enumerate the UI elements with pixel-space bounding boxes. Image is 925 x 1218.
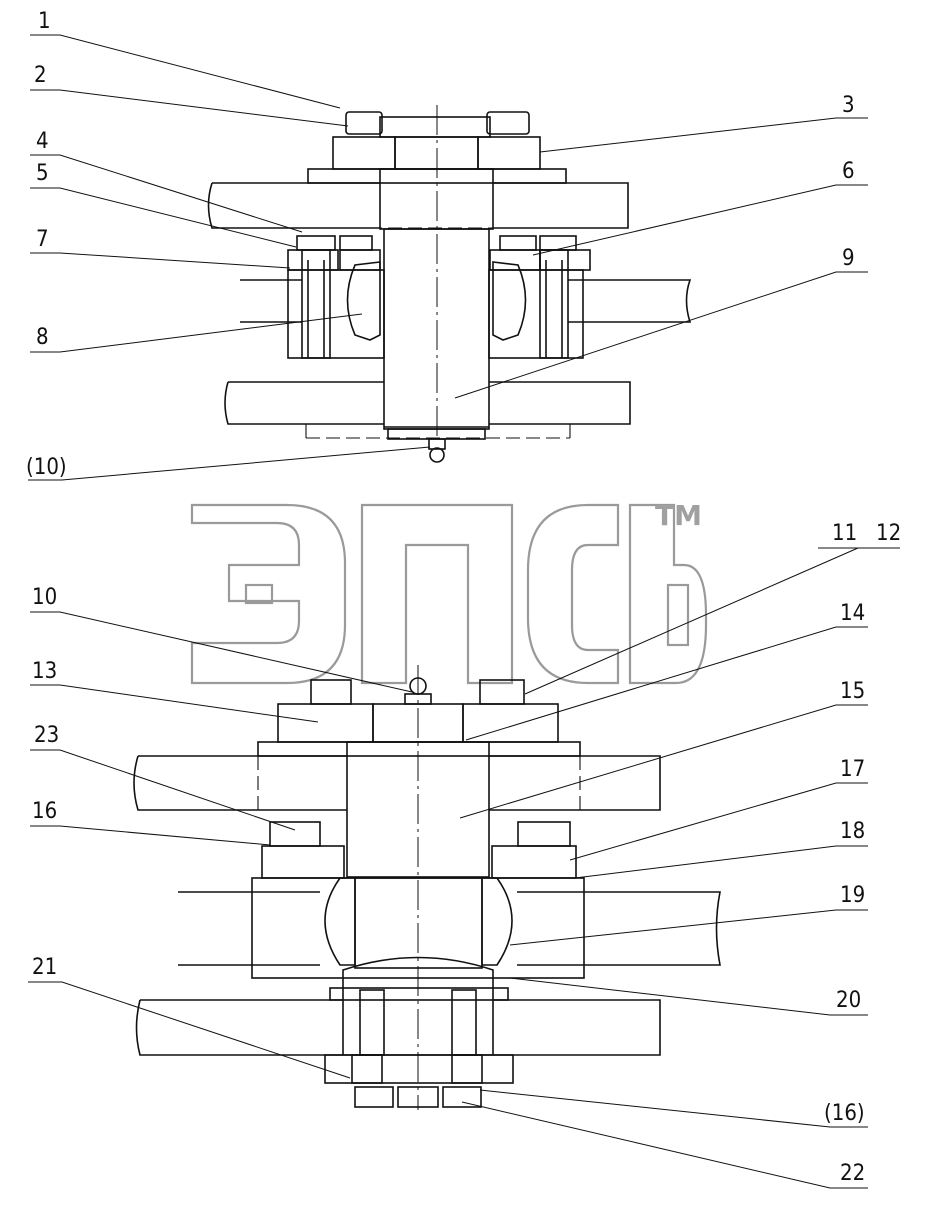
label-part-1: 1 (38, 9, 51, 34)
label-part-12: 12 (876, 521, 901, 546)
label-part-22: 22 (840, 1161, 865, 1186)
label-part-17: 17 (840, 757, 865, 782)
label-part-5: 5 (36, 161, 49, 186)
label-part-8: 8 (36, 325, 49, 350)
label-part-19: 19 (840, 883, 865, 908)
label-part-10-ref: (10) (26, 455, 67, 480)
part-labels: 1 2 3 4 5 6 7 9 8 (10) 11 12 10 14 13 15… (26, 9, 901, 1186)
trademark-text: TM (655, 499, 702, 532)
label-part-15: 15 (840, 679, 865, 704)
label-part-16: 16 (32, 799, 57, 824)
label-part-23: 23 (34, 723, 59, 748)
label-part-14: 14 (840, 601, 865, 626)
label-part-20: 20 (836, 988, 861, 1013)
leader-lines (28, 34, 900, 1189)
label-part-10: 10 (32, 585, 57, 610)
label-part-11: 11 (832, 521, 857, 546)
label-part-7: 7 (36, 227, 49, 252)
label-part-6: 6 (842, 159, 855, 184)
label-part-3: 3 (842, 93, 855, 118)
label-part-18: 18 (840, 819, 865, 844)
lower-assembly (133, 665, 721, 1110)
label-part-4: 4 (36, 129, 49, 154)
watermark-logo: TM (190, 499, 708, 685)
label-part-16-ref: (16) (824, 1101, 865, 1126)
upper-assembly (207, 105, 692, 463)
label-part-13: 13 (32, 659, 57, 684)
label-part-21: 21 (32, 955, 57, 980)
label-part-2: 2 (34, 63, 47, 88)
label-part-9: 9 (842, 246, 855, 271)
